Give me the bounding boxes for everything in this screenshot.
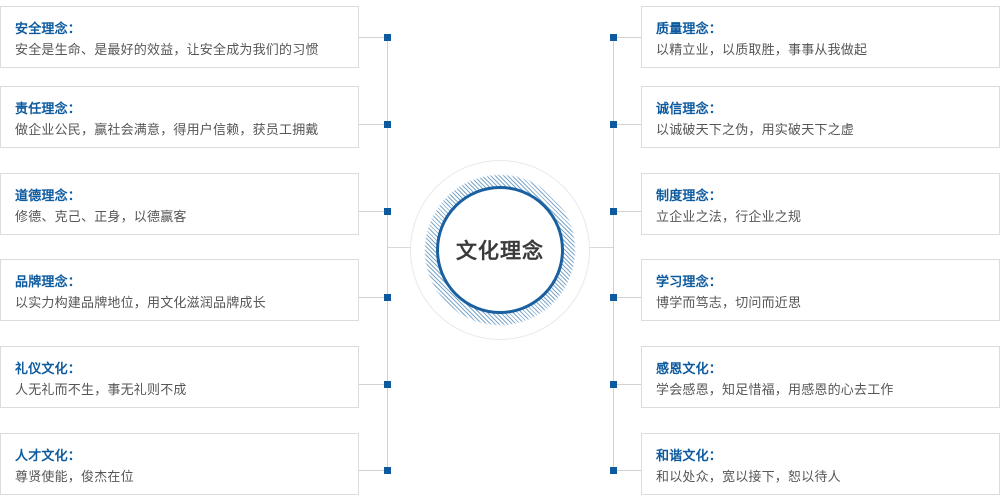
hub-connector-left bbox=[387, 247, 414, 248]
card-title: 品牌理念： bbox=[15, 275, 82, 290]
right-lead-4 bbox=[613, 297, 642, 298]
card-description: 做企业公民，赢社会满意，得用户信赖，获员工拥戴 bbox=[15, 123, 319, 138]
card-description: 以精立业，以质取胜，事事从我做起 bbox=[656, 43, 868, 58]
left-node-3[interactable] bbox=[384, 208, 391, 215]
card-title: 责任理念： bbox=[15, 102, 82, 117]
card-title: 人才文化： bbox=[15, 449, 82, 464]
right-node-5[interactable] bbox=[610, 381, 617, 388]
left-lead-4 bbox=[359, 297, 388, 298]
card-description: 以诚破天下之伪，用实破天下之虚 bbox=[656, 123, 855, 138]
card-title: 礼仪文化： bbox=[15, 362, 82, 377]
card-title: 诚信理念： bbox=[656, 102, 723, 117]
hub-blue-ring bbox=[436, 186, 564, 314]
card-title: 和谐文化： bbox=[656, 449, 723, 464]
card-description: 尊贤使能，俊杰在位 bbox=[15, 470, 134, 485]
card-left-3[interactable]: 道德理念： 修德、克己、正身，以德赢客 bbox=[0, 173, 359, 235]
right-node-4[interactable] bbox=[610, 294, 617, 301]
card-title: 道德理念： bbox=[15, 189, 82, 204]
left-lead-5 bbox=[359, 384, 388, 385]
right-lead-1 bbox=[613, 37, 642, 38]
card-left-6[interactable]: 人才文化： 尊贤使能，俊杰在位 bbox=[0, 433, 359, 495]
right-node-1[interactable] bbox=[610, 34, 617, 41]
card-description: 人无礼而不生，事无礼则不成 bbox=[15, 383, 187, 398]
right-node-3[interactable] bbox=[610, 208, 617, 215]
left-node-1[interactable] bbox=[384, 34, 391, 41]
left-node-4[interactable] bbox=[384, 294, 391, 301]
card-title: 制度理念： bbox=[656, 189, 723, 204]
left-lead-6 bbox=[359, 470, 388, 471]
left-node-6[interactable] bbox=[384, 467, 391, 474]
right-lead-3 bbox=[613, 211, 642, 212]
card-description: 修德、克己、正身，以德赢客 bbox=[15, 210, 187, 225]
left-node-5[interactable] bbox=[384, 381, 391, 388]
card-description: 和以处众，宽以接下，恕以待人 bbox=[656, 470, 841, 485]
card-description: 以实力构建品牌地位，用文化滋润品牌成长 bbox=[15, 296, 266, 311]
left-lead-1 bbox=[359, 37, 388, 38]
hub-label: 文化理念 bbox=[456, 239, 544, 263]
left-node-2[interactable] bbox=[384, 121, 391, 128]
card-description: 学会感恩，知足惜福，用感恩的心去工作 bbox=[656, 383, 894, 398]
card-right-1[interactable]: 质量理念： 以精立业，以质取胜，事事从我做起 bbox=[641, 6, 1000, 68]
right-node-2[interactable] bbox=[610, 121, 617, 128]
card-right-3[interactable]: 制度理念： 立企业之法，行企业之规 bbox=[641, 173, 1000, 235]
card-description: 博学而笃志，切问而近思 bbox=[656, 296, 802, 311]
card-title: 安全理念： bbox=[15, 22, 82, 37]
card-right-5[interactable]: 感恩文化： 学会感恩，知足惜福，用感恩的心去工作 bbox=[641, 346, 1000, 408]
card-left-4[interactable]: 品牌理念： 以实力构建品牌地位，用文化滋润品牌成长 bbox=[0, 259, 359, 321]
card-right-6[interactable]: 和谐文化： 和以处众，宽以接下，恕以待人 bbox=[641, 433, 1000, 495]
right-lead-2 bbox=[613, 124, 642, 125]
left-lead-3 bbox=[359, 211, 388, 212]
card-description: 立企业之法，行企业之规 bbox=[656, 210, 802, 225]
card-left-1[interactable]: 安全理念： 安全是生命、是最好的效益，让安全成为我们的习惯 bbox=[0, 6, 359, 68]
hub-connector-right bbox=[586, 247, 613, 248]
right-lead-6 bbox=[613, 470, 642, 471]
card-left-5[interactable]: 礼仪文化： 人无礼而不生，事无礼则不成 bbox=[0, 346, 359, 408]
right-lead-5 bbox=[613, 384, 642, 385]
card-right-2[interactable]: 诚信理念： 以诚破天下之伪，用实破天下之虚 bbox=[641, 86, 1000, 148]
card-description: 安全是生命、是最好的效益，让安全成为我们的习惯 bbox=[15, 43, 319, 58]
card-title: 质量理念： bbox=[656, 22, 723, 37]
card-right-4[interactable]: 学习理念： 博学而笃志，切问而近思 bbox=[641, 259, 1000, 321]
card-left-2[interactable]: 责任理念： 做企业公民，赢社会满意，得用户信赖，获员工拥戴 bbox=[0, 86, 359, 148]
card-title: 感恩文化： bbox=[656, 362, 723, 377]
central-hub[interactable]: 文化理念 bbox=[410, 160, 590, 340]
right-node-6[interactable] bbox=[610, 467, 617, 474]
right-spine bbox=[613, 37, 614, 471]
left-lead-2 bbox=[359, 124, 388, 125]
left-spine bbox=[387, 37, 388, 471]
card-title: 学习理念： bbox=[656, 275, 723, 290]
